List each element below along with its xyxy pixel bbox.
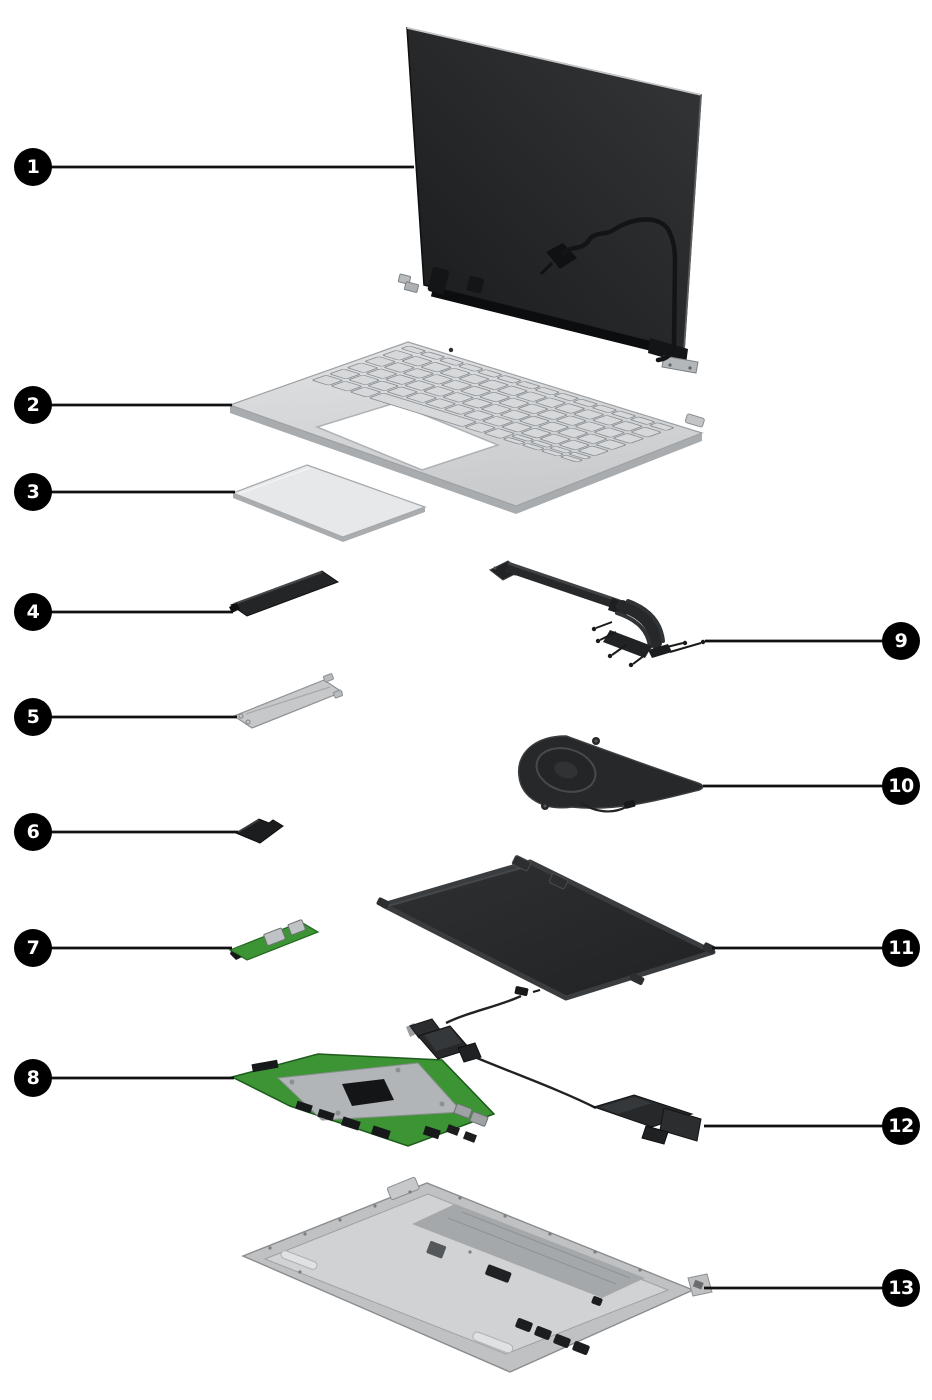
io-board (228, 919, 320, 961)
display-hinge-right (648, 338, 699, 374)
display-assembly (397, 27, 702, 374)
rubber-foot (280, 1250, 318, 1270)
callout-9: 9 (882, 622, 920, 660)
callout-12: 12 (882, 1107, 920, 1145)
vent-band (412, 1204, 645, 1298)
cpu-chip (342, 1079, 394, 1106)
callout-6: 6 (14, 813, 52, 851)
top-cover-front-face (230, 405, 702, 514)
display-hinge-left (397, 267, 485, 295)
callout-7: 7 (14, 929, 52, 967)
ssd-shield (232, 673, 344, 729)
display-cable (539, 217, 678, 363)
io-port (263, 927, 286, 946)
board-port (453, 1103, 473, 1119)
battery-connector-tab (548, 873, 569, 890)
callout-5: 5 (14, 698, 52, 736)
callout-3: 3 (14, 473, 52, 511)
battery-connector-tab (511, 855, 532, 872)
display-hinge-bar (430, 287, 680, 358)
callout-13: 13 (882, 1269, 920, 1307)
hinge-pocket (386, 1176, 420, 1201)
port-cutouts (515, 1296, 603, 1355)
callout-1: 1 (14, 148, 52, 186)
latch-detail (426, 1240, 447, 1259)
screws (268, 1190, 642, 1274)
speakers (406, 986, 702, 1145)
callout-10: 10 (882, 767, 920, 805)
touchpad (231, 464, 427, 542)
speaker-cable-connector (514, 986, 529, 997)
fan-cable (579, 801, 627, 813)
battery (376, 855, 716, 1001)
speaker-right (592, 1094, 702, 1145)
io-port (287, 919, 306, 936)
board-port (469, 1111, 489, 1127)
fan (518, 735, 704, 813)
connector-cutout (485, 1264, 512, 1283)
rubber-foot (472, 1331, 514, 1354)
system-board (229, 1053, 496, 1147)
bottom-cover (241, 1176, 713, 1373)
display-top-highlight (406, 27, 702, 96)
ssd-connector-notch (229, 603, 240, 613)
heat-sink-legs (595, 621, 702, 665)
top-cover-hinge-tab (684, 413, 705, 428)
keyboard-keys (312, 345, 674, 463)
ssd (229, 570, 340, 617)
heat-sink (489, 560, 706, 668)
leader-lines (50, 165, 884, 1290)
callout-2: 2 (14, 386, 52, 424)
top-cover-keyboard (228, 341, 705, 514)
callout-11: 11 (882, 929, 920, 967)
callout-4: 4 (14, 593, 52, 631)
callout-8: 8 (14, 1059, 52, 1097)
speaker-left (406, 1018, 482, 1063)
speaker-cable (445, 994, 522, 1025)
wlan-module (234, 818, 284, 844)
touchpad-cutout (314, 402, 501, 471)
speaker-cable (476, 1056, 597, 1110)
